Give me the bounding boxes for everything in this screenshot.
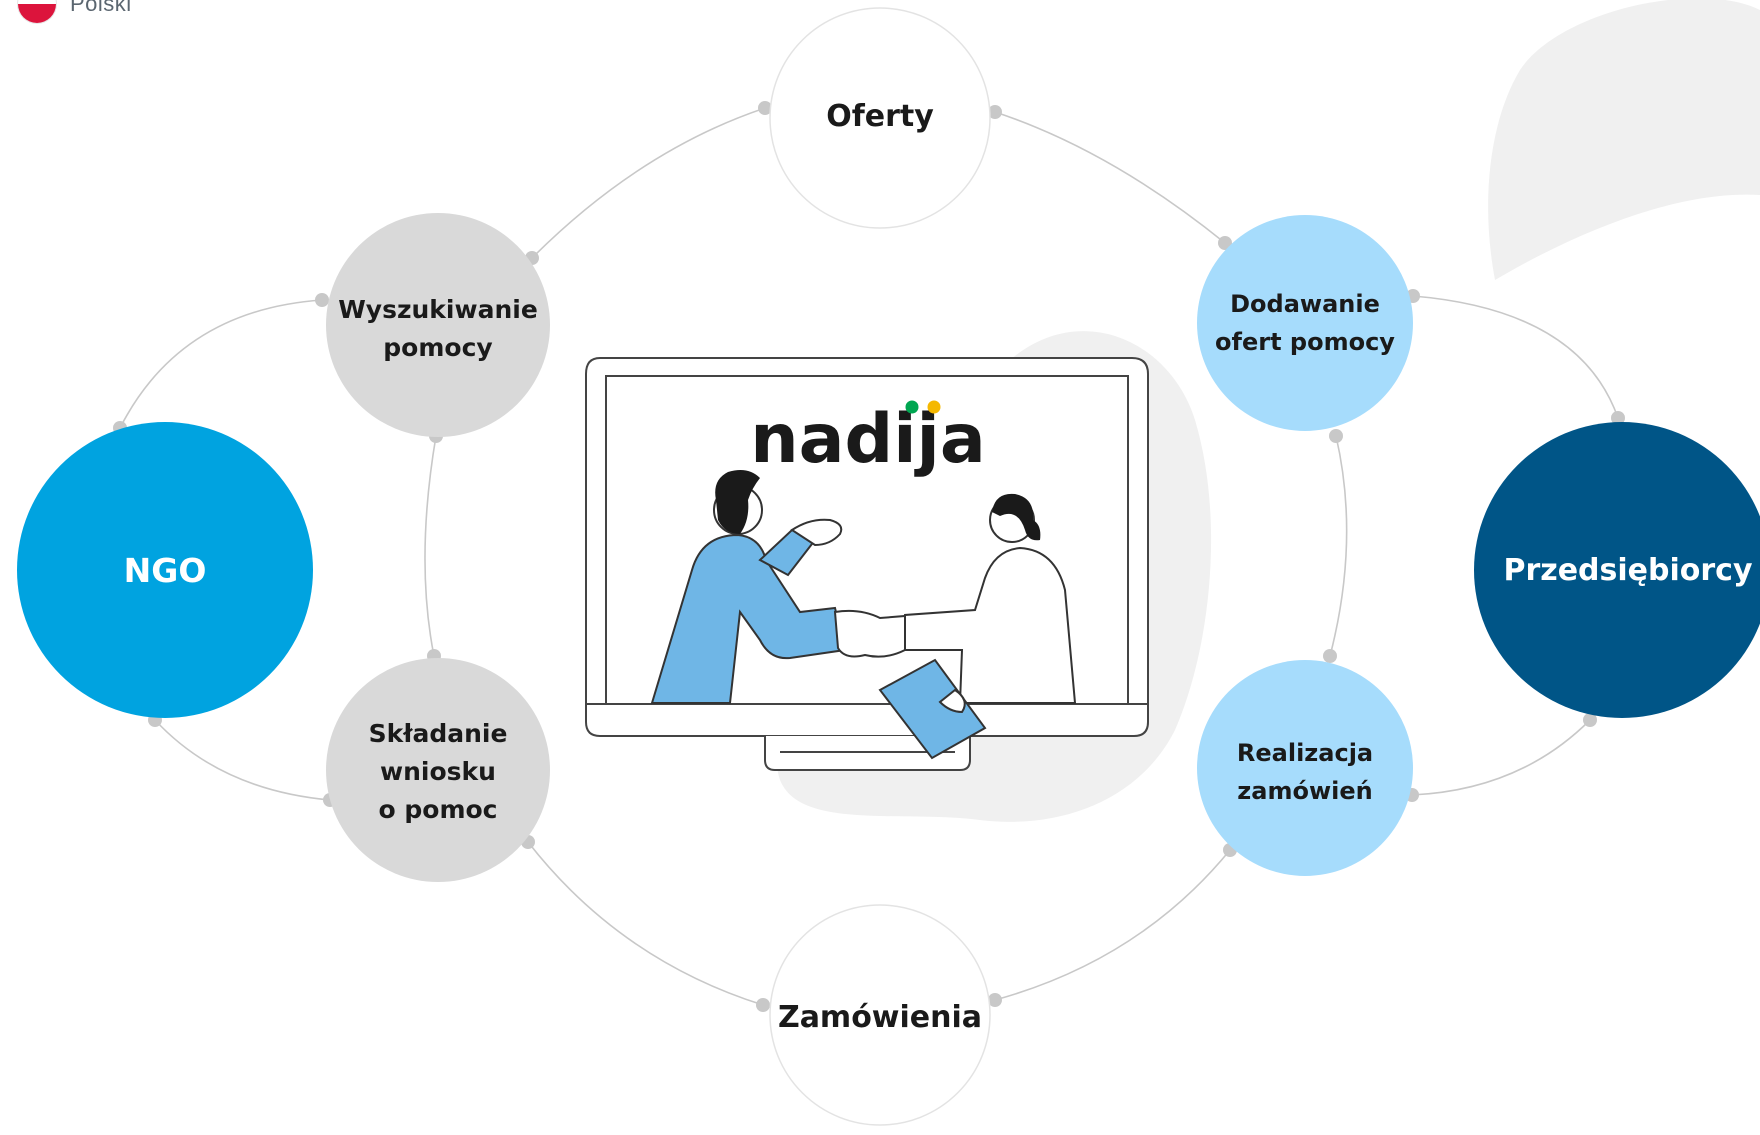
node-ngo-circle: [17, 422, 313, 718]
node-skladanie-wniosku: Składanie wniosku o pomoc: [326, 658, 550, 882]
node-zamowienia-label: Zamówienia: [778, 1000, 982, 1035]
connector-realizacja-zamowienia: [994, 849, 1231, 1001]
connector-dodawanie-przedsiebiorcy: [1412, 295, 1619, 419]
connector-dot: [315, 293, 329, 307]
poland-flag-icon: [18, 0, 56, 23]
node-skladanie-label-line1: Składanie: [369, 719, 508, 748]
man-hair-beard: [715, 470, 760, 534]
connector-dot: [758, 101, 772, 115]
node-wyszukiwanie-circle: [326, 213, 550, 437]
document-icon: [878, 658, 987, 760]
node-przedsiebiorcy-label: Przedsiębiorcy: [1503, 553, 1752, 588]
connector-oferty-wyszukiwanie: [531, 107, 766, 259]
connector-dot: [988, 993, 1002, 1007]
node-ngo: NGO: [17, 422, 313, 718]
connector-dot: [1218, 236, 1232, 250]
node-zamowienia: Zamówienia: [769, 904, 991, 1126]
brand-dot-green: [905, 400, 919, 414]
connector-ngo-skladanie: [154, 719, 331, 801]
brand-logo: nadija: [750, 400, 985, 479]
person-man: [650, 470, 847, 704]
node-wyszukiwanie-pomocy: Wyszukiwanie pomocy: [326, 213, 550, 437]
man-hand-raised: [790, 518, 843, 547]
node-wyszukiwanie-label-line2: pomocy: [383, 333, 492, 362]
node-skladanie-circle: [326, 658, 550, 882]
connector-dodawanie-realizacja: [1329, 435, 1348, 657]
connector-dot: [756, 998, 770, 1012]
connector-wyszukiwanie-ngo: [119, 299, 323, 429]
connector-dot: [1611, 411, 1625, 425]
language-selector[interactable]: Polski: [18, 0, 132, 26]
node-przedsiebiorcy-circle: [1474, 422, 1760, 718]
node-dodawanie-ofert: Dodawanie ofert pomocy: [1197, 215, 1413, 431]
handshake-hands: [833, 609, 906, 658]
node-realizacja-label-line1: Realizacja: [1237, 739, 1373, 767]
connector-oferty-dodawanie: [994, 111, 1226, 244]
node-dodawanie-circle: [1197, 215, 1413, 431]
node-przedsiebiorcy: Przedsiębiorcy: [1474, 422, 1760, 718]
connector-dot: [1323, 649, 1337, 663]
brand-dot-yellow: [927, 400, 941, 414]
woman-torso: [898, 546, 1077, 704]
woman-hair: [992, 493, 1041, 541]
woman-hand-document: [938, 688, 966, 714]
connector-dot: [1329, 429, 1343, 443]
connector-skladanie-zamowienia: [527, 841, 764, 1006]
node-dodawanie-label-line1: Dodawanie: [1230, 290, 1380, 318]
node-wyszukiwanie-label-line1: Wyszukiwanie: [338, 295, 538, 324]
node-oferty-label: Oferty: [826, 99, 934, 134]
node-skladanie-label-line3: o pomoc: [379, 795, 498, 824]
language-label: Polski: [70, 0, 132, 16]
node-oferty-circle: [769, 7, 991, 229]
background-wave-shape: [1488, 0, 1760, 280]
node-skladanie-label-line2: wniosku: [380, 757, 496, 786]
node-dodawanie-label-line2: ofert pomocy: [1215, 328, 1395, 356]
connector-lines: [119, 107, 1619, 1006]
brand-logo-text: nadija: [750, 400, 985, 479]
node-oferty: Oferty: [769, 7, 991, 229]
connector-dot: [1583, 713, 1597, 727]
connector-dot: [988, 105, 1002, 119]
connector-przedsiebiorcy-realizacja: [1411, 719, 1591, 796]
handshake-illustration: [650, 470, 1077, 760]
node-realizacja-zamowien: Realizacja zamówień: [1197, 660, 1413, 876]
man-torso: [650, 533, 847, 704]
person-woman: [898, 493, 1077, 704]
node-realizacja-label-line2: zamówień: [1237, 777, 1372, 805]
node-realizacja-circle: [1197, 660, 1413, 876]
monitor-chin: [585, 703, 1149, 737]
node-ngo-label: NGO: [124, 551, 207, 590]
connector-wyszukiwanie-skladanie: [424, 435, 437, 657]
node-zamowienia-circle: [769, 904, 991, 1126]
